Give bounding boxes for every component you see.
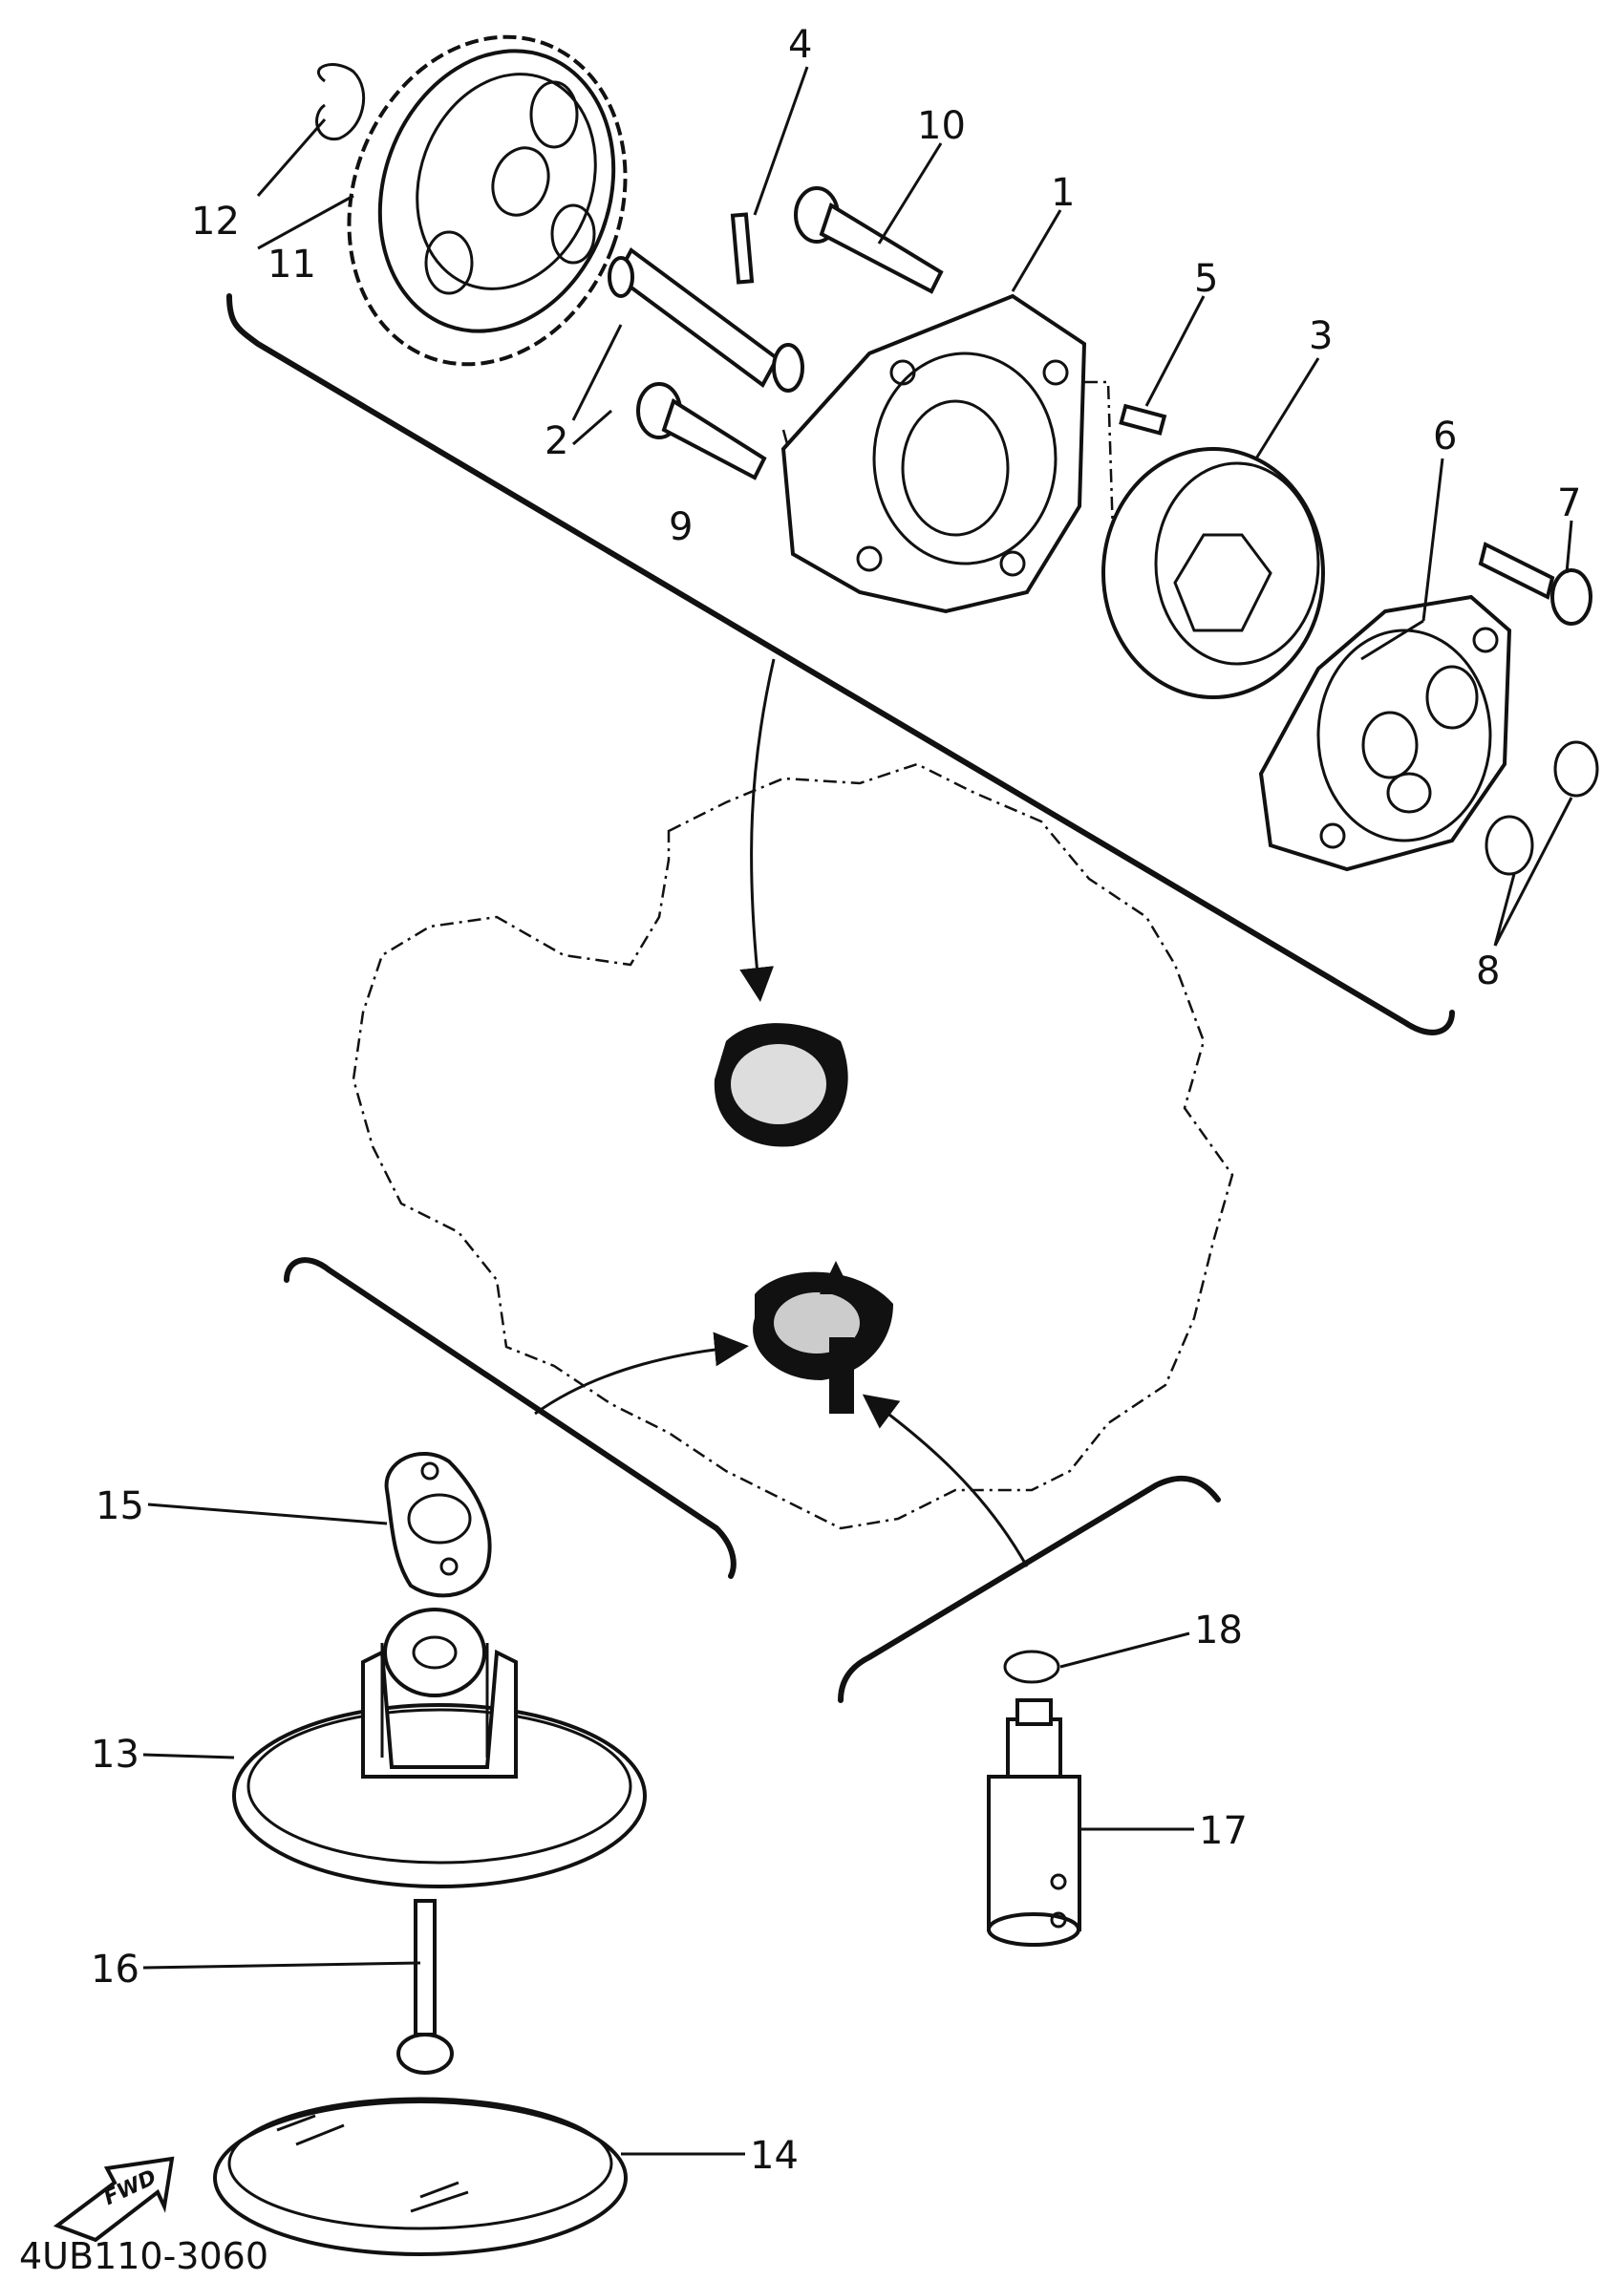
filter-bolt-part [396,1899,454,2075]
callout-18: 18 [1194,1609,1243,1652]
lower-right-bracket [838,1475,1221,1703]
fwd-direction-arrow: FWD [53,2156,175,2243]
rotor-assembly-part [1101,447,1325,699]
arrow-relief-to-strainer [862,1394,1029,1567]
callout-8: 8 [1476,949,1500,993]
pump-body-part [780,293,1115,614]
arrow-filter-to-strainer [534,1332,749,1416]
oil-filter-element-part [213,2097,628,2256]
callout-4: 4 [788,23,812,67]
pin-part [730,212,755,285]
callout-11: 11 [267,243,316,287]
pump-shaft-part [608,246,804,393]
engine-outline [352,762,1234,1530]
relief-o-ring-part [1003,1650,1060,1684]
dowel-pin-part [1119,403,1167,436]
callout-14: 14 [750,2134,799,2178]
relief-valve-part [987,1698,1081,1947]
arrow-pump-to-engine [739,658,776,1002]
o-rings-part [1485,740,1599,876]
leader-lines [142,66,1573,2156]
diagram-code: 4UB110-3060 [19,2235,268,2277]
oil-filter-housing-part [232,1608,647,1888]
upper-assembly-bracket [226,293,1455,1035]
callout-12: 12 [191,200,240,244]
callout-9: 9 [669,505,693,549]
cover-bolt-part [1478,542,1592,626]
callout-15: 15 [96,1484,144,1528]
strainer-mount-lower [753,1261,893,1414]
pump-cover-part [1258,594,1512,872]
callout-13: 13 [91,1733,139,1777]
callout-5: 5 [1194,257,1218,301]
upper-bolt-part [794,186,944,294]
callout-16: 16 [91,1948,139,1992]
callout-17: 17 [1199,1809,1248,1853]
lower-bolt-part [636,382,889,542]
lower-left-bracket [284,1257,737,1579]
circlip-part [315,63,366,140]
callout-3: 3 [1309,314,1333,358]
strainer-mount-upper [714,1023,848,1147]
drive-gear-part [347,34,628,367]
callout-2: 2 [545,419,568,463]
gasket-part [384,1451,492,1598]
callout-7: 7 [1557,481,1581,525]
callout-1: 1 [1051,171,1075,215]
callout-6: 6 [1433,415,1457,458]
callout-10: 10 [917,104,966,148]
